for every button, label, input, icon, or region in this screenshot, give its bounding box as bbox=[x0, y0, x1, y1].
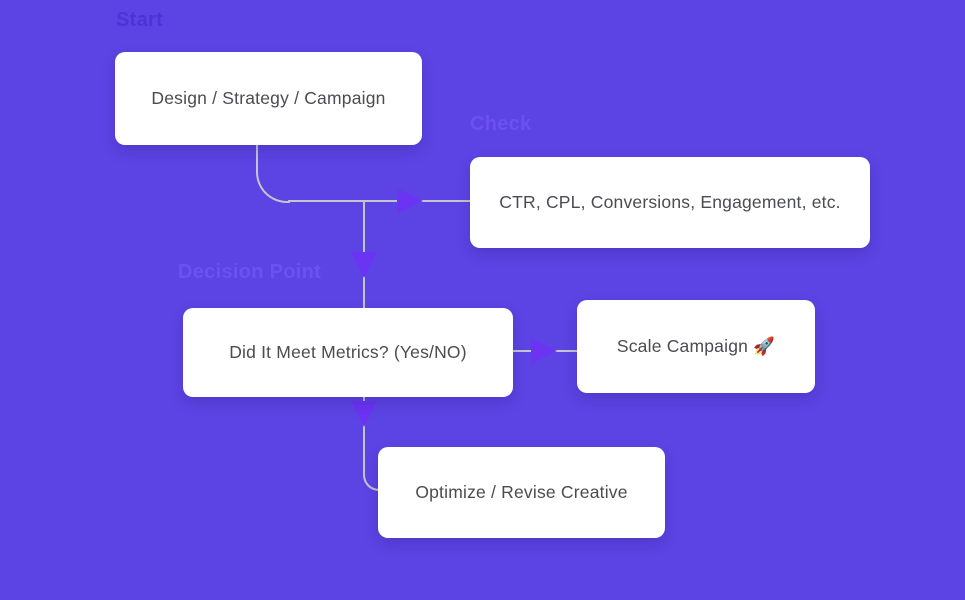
canvas-label-start[interactable]: Start bbox=[116, 9, 164, 31]
node-optimize-revise-creative[interactable]: Optimize / Revise Creative bbox=[378, 447, 665, 538]
canvas-label-decision-point[interactable]: Decision Point bbox=[178, 261, 322, 283]
arrowhead-to-metrics-icon bbox=[397, 188, 423, 214]
connector-to-optimize-segment bbox=[363, 397, 365, 464]
connector-to-metrics-segment bbox=[288, 200, 470, 202]
connector-design-down-segment bbox=[256, 145, 258, 173]
node-scale-campaign[interactable]: Scale Campaign 🚀 bbox=[577, 300, 815, 393]
node-decision-did-it-meet-metrics[interactable]: Did It Meet Metrics? (Yes/NO) bbox=[183, 308, 513, 397]
canvas-label-check[interactable]: Check bbox=[470, 113, 532, 135]
arrowhead-to-scale-icon bbox=[531, 338, 557, 364]
arrowhead-to-optimize-icon bbox=[351, 401, 377, 427]
node-metrics-kpis[interactable]: CTR, CPL, Conversions, Engagement, etc. bbox=[470, 157, 870, 248]
connector-design-corner-curve bbox=[256, 172, 290, 203]
node-design-strategy-campaign[interactable]: Design / Strategy / Campaign bbox=[115, 52, 422, 145]
arrowhead-to-decision-icon bbox=[351, 252, 377, 278]
